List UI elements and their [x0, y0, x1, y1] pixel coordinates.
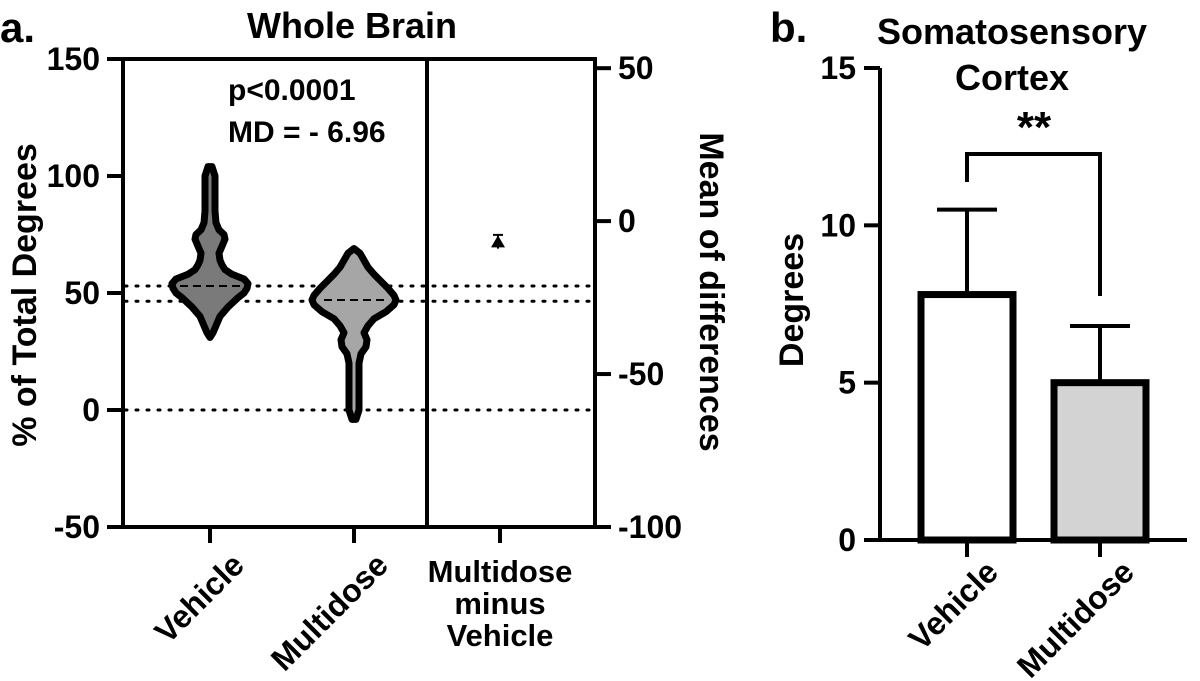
b-x-label-vehicle: Vehicle [902, 553, 1005, 656]
annotation-mean-difference: MD = - 6.96 [228, 116, 386, 149]
right-y-tick-label: 50 [618, 50, 654, 86]
bar-multidose [1050, 379, 1150, 544]
right-y-tick-label: -100 [618, 509, 682, 545]
panel-b: b. Somatosensory Cortex Degrees 0 5 10 15 *… [770, 4, 1187, 681]
y-tick-label: -50 [54, 509, 100, 545]
difference-marker [491, 235, 505, 248]
b-y-tick-label: 5 [838, 365, 856, 401]
violin-multidose [308, 245, 400, 423]
panel-b-significance-bracket: ** [965, 103, 1102, 296]
panel-b-bars [917, 207, 1150, 544]
annotation-p-value: p<0.0001 [228, 74, 356, 107]
panel-b-title-line1: Somatosensory [877, 11, 1147, 52]
b-y-tick-label: 0 [838, 522, 856, 558]
b-y-tick-label: 15 [820, 50, 856, 86]
panel-a-right-axis: -100 -50 0 50 [595, 50, 682, 545]
right-y-tick-label: -50 [618, 356, 664, 392]
panel-a-label: a. [0, 4, 35, 51]
y-tick-label: 50 [64, 275, 100, 311]
panel-a-violins [168, 163, 400, 423]
y-tick-label: 100 [47, 158, 100, 194]
panel-a-ylabel: % of Total Degrees [6, 143, 44, 447]
x-label-vehicle: Vehicle [148, 546, 251, 649]
panel-a-left-axis: -50 0 50 100 150 [47, 41, 123, 545]
panel-b-y-axis: 0 5 10 15 [820, 50, 880, 558]
bar-vehicle [917, 291, 1017, 544]
panel-b-title-line2: Cortex [955, 57, 1069, 98]
violin-vehicle [168, 163, 252, 341]
panel-a-title: Whole Brain [247, 5, 457, 46]
x-label-multidose: Multidose [264, 546, 395, 677]
panel-b-label: b. [770, 4, 807, 51]
panel-b-ylabel: Degrees [773, 233, 811, 367]
right-y-tick-label: 0 [618, 203, 636, 239]
significance-bracket [965, 152, 1102, 296]
panel-a-right-ylabel: Mean of differences [692, 132, 730, 451]
y-tick-label: 0 [82, 392, 100, 428]
significance-stars: ** [1017, 103, 1052, 152]
panel-a: a. Whole Brain % of Total Degrees Mean o… [0, 4, 730, 678]
b-x-label-multidose: Multidose [1010, 553, 1141, 681]
panel-a-difference-marker [491, 233, 505, 249]
panel-a-plot-frame [121, 57, 597, 529]
y-tick-label: 150 [47, 41, 100, 77]
b-y-tick-label: 10 [820, 207, 856, 243]
